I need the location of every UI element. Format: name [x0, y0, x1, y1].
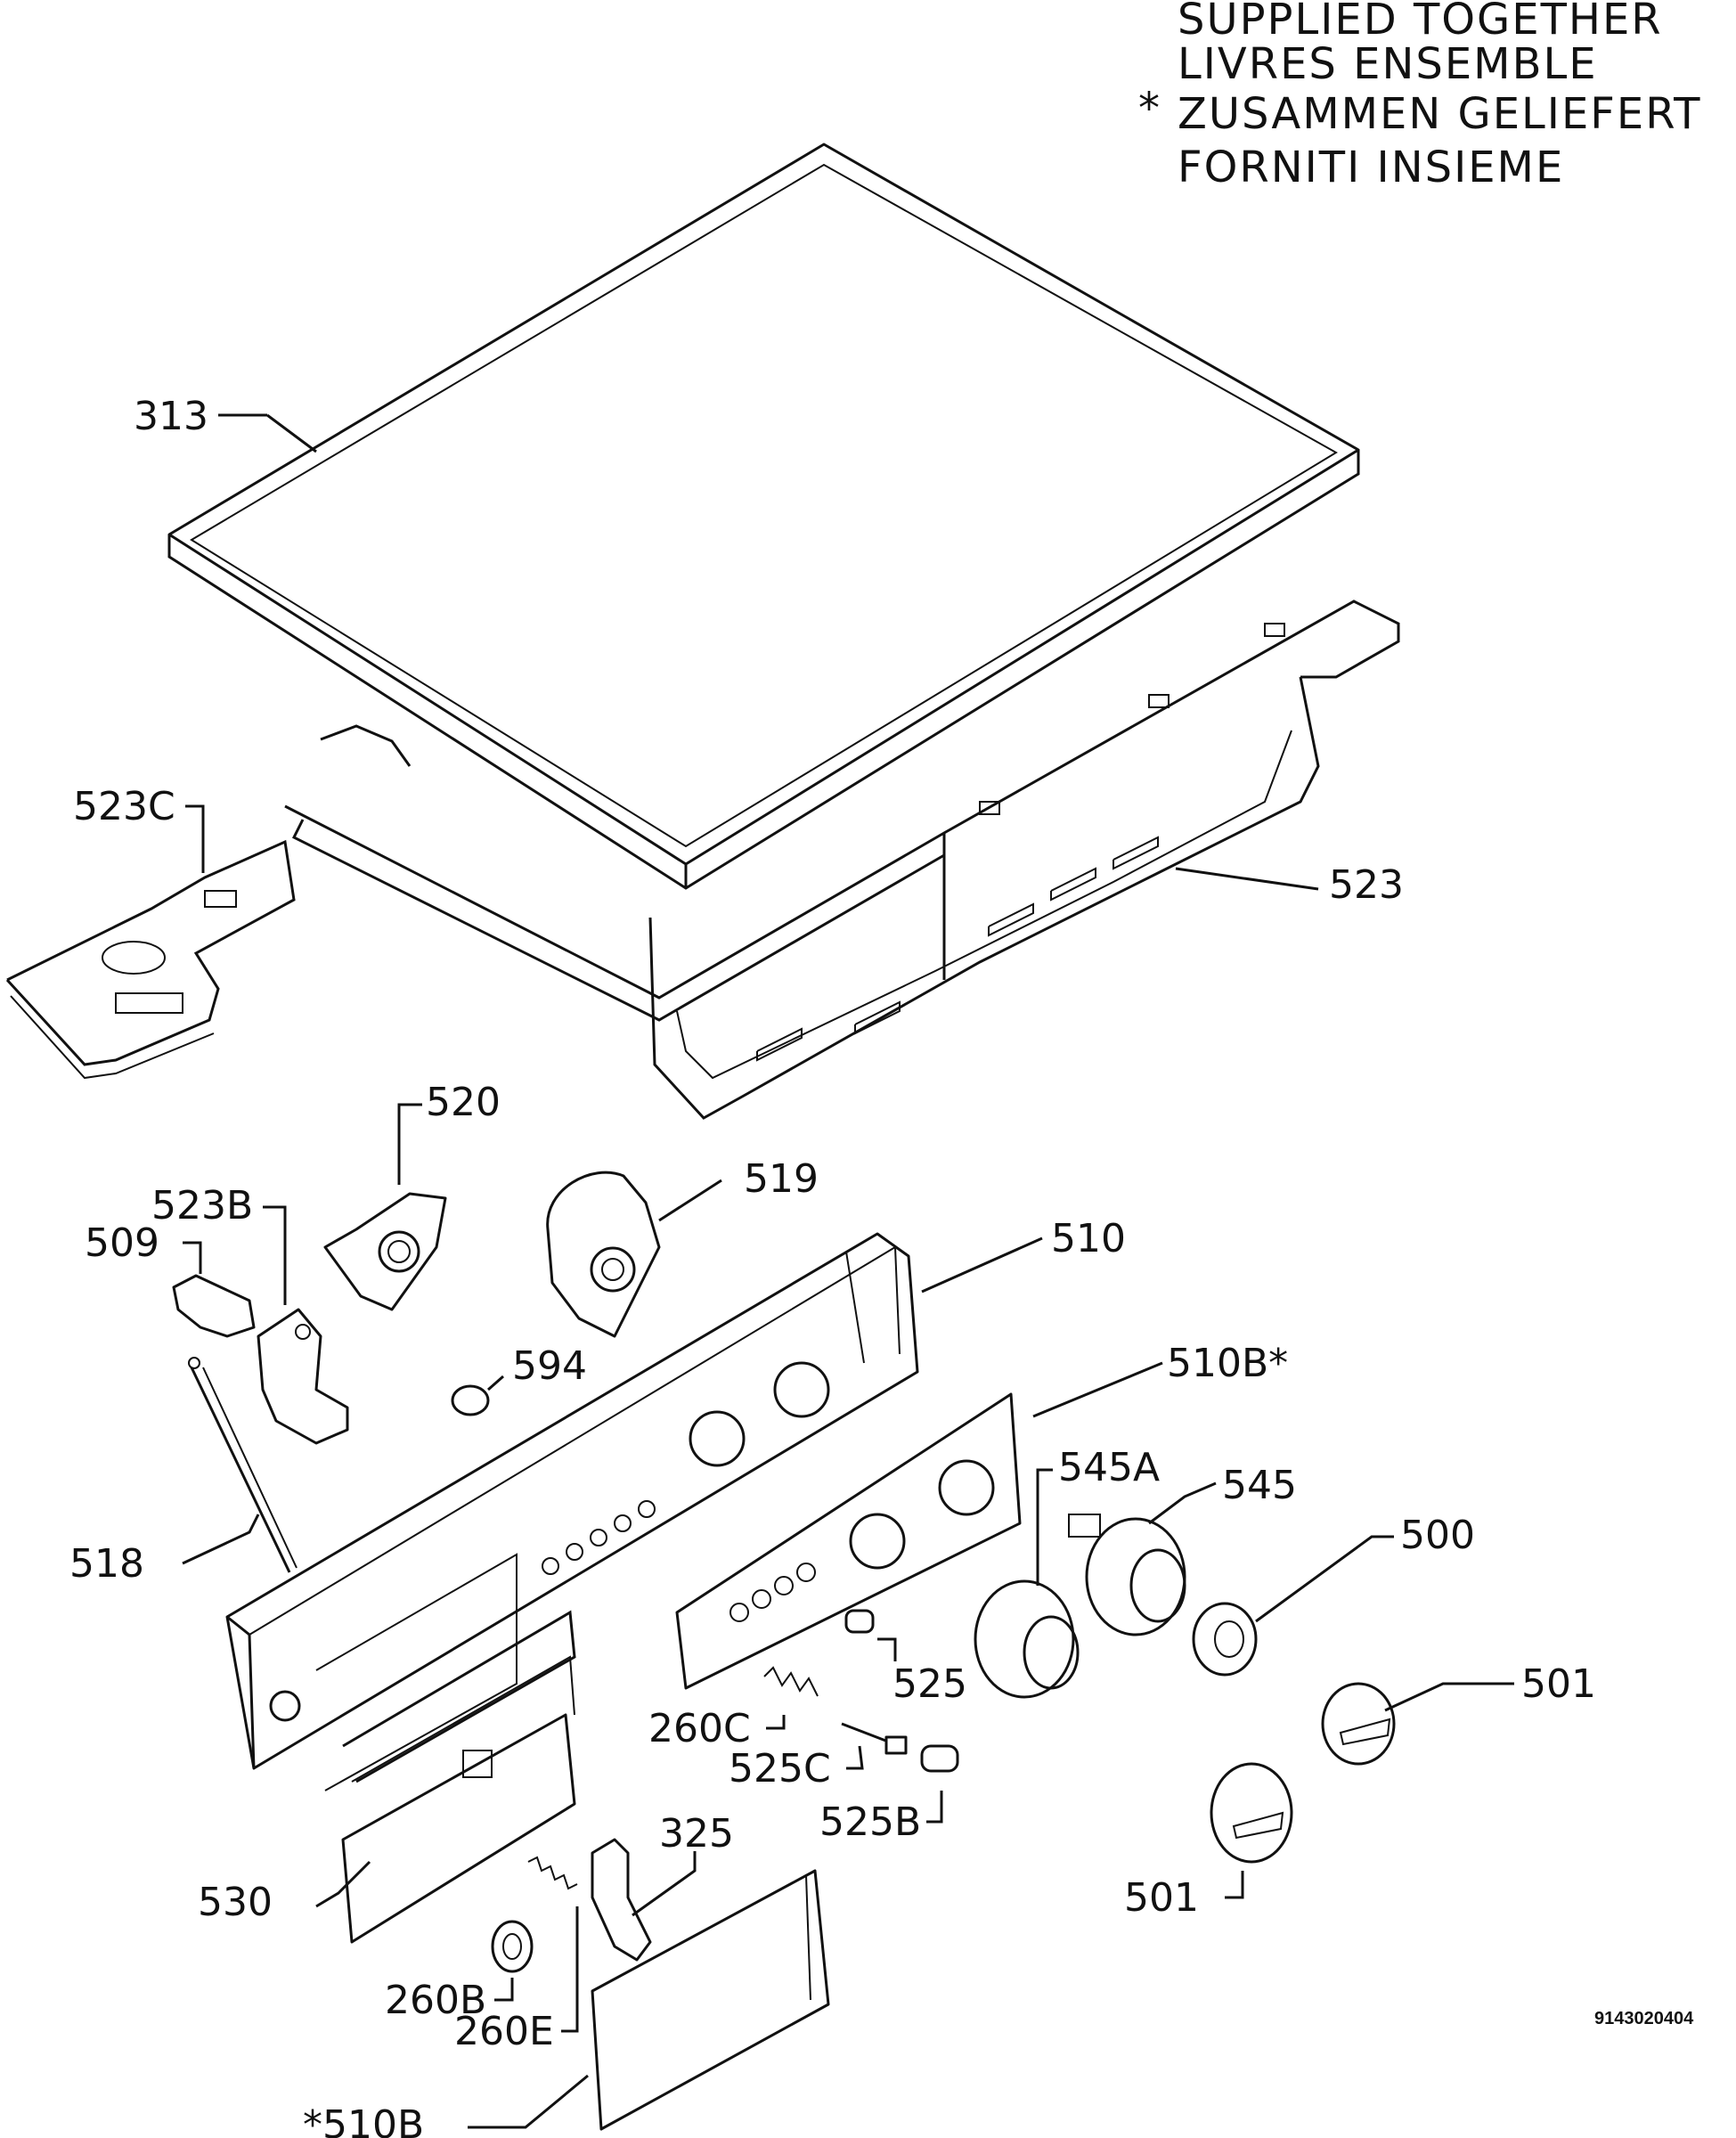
label-523b: 523B	[151, 1183, 253, 1228]
part-545a	[974, 1579, 1080, 1699]
label-510b-top: 510B*	[1167, 1341, 1288, 1386]
part-545	[1068, 1514, 1186, 1636]
label-260e: 260E	[454, 2009, 554, 2054]
part-510b-flap	[591, 1869, 830, 2131]
label-518: 518	[69, 1541, 144, 1587]
label-525c: 525C	[729, 1746, 831, 1791]
legend-line-3: ZUSAMMEN GELIEFERT	[1178, 89, 1701, 139]
legend-line-1: SUPPLIED TOGETHER	[1178, 0, 1663, 45]
label-525b: 525B	[819, 1799, 921, 1845]
legend-line-4: FORNITI INSIEME	[1178, 143, 1564, 192]
label-545: 545	[1222, 1463, 1297, 1508]
part-525	[844, 1609, 875, 1634]
part-501-left-knob	[1210, 1762, 1293, 1864]
label-510b-bottom: *510B	[303, 2102, 424, 2138]
part-510-panel	[225, 1232, 919, 1791]
part-260e-spring	[527, 1856, 578, 1890]
part-525b	[920, 1744, 959, 1773]
part-523c-bracket	[5, 839, 296, 1080]
part-325	[591, 1838, 652, 1962]
part-260b-spring	[491, 1920, 534, 1973]
part-500	[1192, 1602, 1258, 1677]
label-510: 510	[1051, 1216, 1126, 1261]
part-525c-shaft	[841, 1722, 908, 1755]
legend-line-2: LIVRES ENSEMBLE	[1178, 39, 1598, 89]
label-545a: 545A	[1058, 1445, 1160, 1490]
label-519: 519	[744, 1156, 819, 1202]
label-530: 530	[198, 1880, 273, 1925]
label-509: 509	[85, 1220, 159, 1266]
part-523-frame	[284, 600, 1400, 1120]
label-313: 313	[134, 394, 208, 439]
part-labels: 313 523 523C 520 519 523B 509 510 594 51…	[69, 394, 1596, 2138]
part-510b-plate	[675, 1392, 1022, 1690]
label-500: 500	[1400, 1513, 1475, 1558]
part-501-right-knob	[1321, 1682, 1396, 1766]
label-501-right: 501	[1521, 1661, 1596, 1707]
label-594: 594	[512, 1343, 587, 1389]
part-313-lid	[167, 143, 1360, 890]
part-518-rod	[188, 1357, 297, 1573]
label-501-left: 501	[1124, 1875, 1199, 1921]
label-260b: 260B	[385, 1978, 486, 2023]
label-520: 520	[426, 1080, 501, 1125]
label-260c: 260C	[648, 1706, 751, 1751]
label-523: 523	[1329, 862, 1404, 908]
part-509	[172, 1274, 256, 1338]
part-530	[341, 1610, 576, 1944]
legend-asterisk: *	[1138, 84, 1161, 134]
part-594	[451, 1384, 490, 1416]
label-525: 525	[892, 1661, 967, 1707]
label-325: 325	[659, 1811, 734, 1856]
part-519	[546, 1171, 661, 1338]
part-520	[323, 1192, 447, 1311]
legend: SUPPLIED TOGETHER LIVRES ENSEMBLE * ZUSA…	[1138, 0, 1701, 192]
drawing-code: 9143020404	[1594, 2009, 1694, 2028]
label-523c: 523C	[73, 784, 175, 829]
part-523b	[257, 1308, 349, 1445]
part-260c-spring	[763, 1666, 819, 1697]
